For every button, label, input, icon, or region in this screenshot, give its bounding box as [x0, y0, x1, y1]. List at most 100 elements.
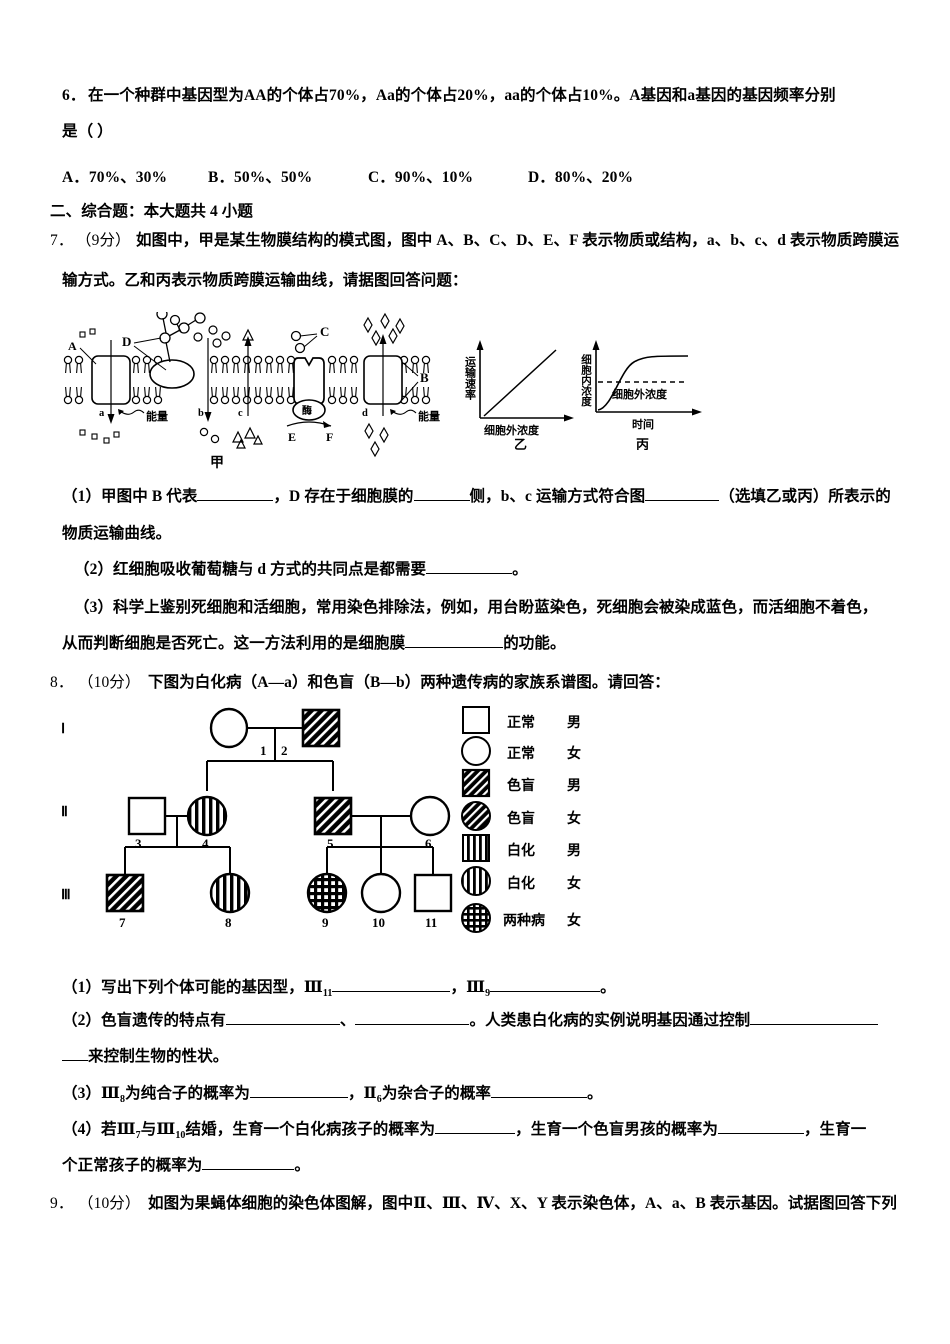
question-9-number: 9． — [50, 1194, 73, 1213]
pedigree-chart: Ⅰ Ⅱ Ⅲ — [55, 703, 475, 943]
q8-score-text: （10分） — [78, 674, 141, 691]
q7-sub3-line2-a: 从而判断细胞是否死亡。这一方法利用的是细胞膜 — [62, 635, 406, 652]
q6-number-text: 6． — [62, 87, 86, 104]
q6-option-b-label: B． — [208, 169, 235, 186]
q8-blank-2[interactable] — [490, 991, 601, 992]
pedigree-id-11: 11 — [425, 915, 437, 930]
question-9-score: （10分） — [78, 1194, 141, 1213]
q6-option-a[interactable]: A．70%、30% — [62, 168, 167, 187]
pedigree-individual-10 — [360, 872, 402, 914]
q6-option-d-text: 80%、20% — [554, 169, 634, 186]
q8-sub2-line2: 来控制生物的性状。 — [62, 1047, 228, 1066]
pedigree-individual-2 — [301, 708, 341, 748]
sugar-chain — [156, 312, 206, 363]
legend-symbol-colorblind-male — [461, 768, 491, 798]
membrane-transport-d: d — [362, 408, 368, 419]
q8-sub2-a: （2）色盲遗传的特点有 — [62, 1012, 226, 1029]
q7-blank-3[interactable] — [645, 500, 720, 501]
q7-blank-5[interactable] — [405, 647, 504, 648]
legend-sex-normal-male: 男 — [567, 715, 581, 731]
pedigree-id-7: 7 — [119, 915, 126, 930]
particle-circles-b — [193, 325, 231, 444]
graph-bing-ylabel: 细胞内浓度 — [580, 353, 592, 407]
graph-bing-xlabel: 时间 — [632, 417, 654, 431]
graph-bing-svg: 细胞内浓度 细胞外浓度 时间 丙 — [580, 340, 702, 453]
pedigree-individual-8 — [209, 872, 251, 914]
legend-symbol-both-female — [461, 903, 491, 933]
graph-yi-data-line — [483, 349, 557, 417]
q7-sub1-line2: 物质运输曲线。 — [62, 524, 171, 543]
q8-blank-1[interactable] — [332, 991, 451, 992]
q7-blank-2[interactable] — [413, 500, 470, 501]
q6-option-c[interactable]: C．90%、10% — [368, 168, 473, 187]
q8-blank-10[interactable] — [202, 1169, 295, 1170]
legend-label-normal-female: 正常 — [507, 745, 535, 762]
pedigree-generation-1: Ⅰ — [61, 722, 65, 737]
pedigree-individual-4 — [186, 795, 228, 837]
legend-svg: 正常 男 正常 女 色盲 男 色盲 女 白化 男 白化 女 两种病 — [461, 706, 581, 933]
q7-blank-4[interactable] — [426, 573, 513, 574]
pedigree-individual-3 — [127, 796, 167, 836]
q9-stem-text: 如图为果蝇体细胞的染色体图解，图中Ⅱ、Ⅲ、Ⅳ、X、Y 表示染色体，A、a、B 表… — [148, 1195, 897, 1212]
question-7-number: 7． — [50, 231, 73, 250]
membrane-label-B: B — [420, 370, 429, 385]
membrane-transport-a: a — [99, 408, 105, 419]
graph-bing-inner-label: 细胞外浓度 — [612, 387, 668, 401]
question-8-stem: 下图为白化病（A—a）和色盲（B—b）两种遗传病的家族系谱图。请回答： — [148, 673, 670, 692]
q8-sub2-line1: （2）色盲遗传的特点有、。人类患白化病的实例说明基因通过控制 — [62, 1011, 879, 1030]
legend-label-colorblind-female: 色盲 — [507, 810, 535, 827]
membrane-label-C: C — [320, 324, 329, 339]
pedigree-generation-2: Ⅱ — [61, 805, 68, 820]
q8-blank-5-cont[interactable] — [62, 1060, 88, 1061]
pedigree-id-4: 4 — [202, 836, 209, 851]
question-6-number: 6． — [62, 86, 85, 105]
q8-blank-7[interactable] — [491, 1097, 588, 1098]
q8-sub1-index-11: 11 — [322, 988, 333, 1000]
pedigree-individual-9 — [306, 872, 348, 914]
q8-blank-6[interactable] — [249, 1097, 348, 1098]
q7-blank-1[interactable] — [197, 500, 274, 501]
q9-number-text: 9． — [50, 1195, 74, 1212]
q8-sub4-line2: 个正常孩子的概率为。 — [62, 1156, 310, 1175]
q7-score-text: （9分） — [76, 232, 131, 249]
q7-stem-line1-text: 如图中，甲是某生物膜结构的模式图，图中 A、B、C、D、E、F 表示物质或结构，… — [136, 232, 900, 249]
q8-sub3-index-6: 6 — [376, 1094, 382, 1106]
q8-blank-3[interactable] — [225, 1024, 340, 1025]
receptor-protein-C — [293, 357, 325, 405]
q8-sub4-e: ，生育一 — [803, 1121, 867, 1138]
q7-sub1-c: 侧，b、c 运输方式符合图 — [469, 488, 646, 505]
legend-sex-colorblind-female: 女 — [567, 810, 581, 827]
signal-molecules-C — [290, 330, 306, 354]
q7-sub1-a: （1）甲图中 B 代表 — [62, 488, 198, 505]
membrane-label-E: E — [288, 430, 296, 444]
q8-sub4-line2-b: 。 — [294, 1157, 311, 1174]
q8-blank-4[interactable] — [355, 1024, 470, 1025]
q8-sub3-a: （3）Ⅲ — [62, 1085, 121, 1102]
membrane-structure-diagram: A a 能量 — [62, 312, 442, 472]
q8-blank-5[interactable] — [750, 1024, 879, 1025]
membrane-energy-left: 能量 — [146, 409, 168, 423]
q8-sub3-line: （3）Ⅲ8为纯合子的概率为，Ⅱ6为杂合子的概率。 — [62, 1084, 603, 1107]
legend-sex-albino-female: 女 — [567, 875, 581, 892]
legend-label-albino-female: 白化 — [507, 875, 535, 892]
q7-sub2-a: （2）红细胞吸收葡萄糖与 d 方式的共同点是都需要 — [74, 561, 427, 578]
q6-stem-text: 在一个种群中基因型为AA的个体占70%，Aa的个体占20%，aa的个体占10%。… — [88, 87, 836, 104]
question-7-score: （9分） — [76, 231, 131, 250]
section-2-heading-text: 二、综合题：本大题共 4 小题 — [50, 203, 254, 220]
q8-blank-9[interactable] — [717, 1133, 804, 1134]
particle-squares — [79, 328, 120, 444]
membrane-svg: A a 能量 — [63, 312, 440, 471]
membrane-transport-b: b — [198, 408, 204, 419]
q6-option-d[interactable]: D．80%、20% — [528, 168, 633, 187]
q8-sub3-e: 。 — [587, 1085, 603, 1102]
q8-blank-8[interactable] — [435, 1133, 516, 1134]
q7-sub3-line2: 从而判断细胞是否死亡。这一方法利用的是细胞膜的功能。 — [62, 634, 566, 653]
q6-option-b[interactable]: B．50%、50% — [208, 168, 312, 187]
question-8-score: （10分） — [78, 673, 141, 692]
pedigree-id-3: 3 — [135, 836, 142, 851]
q8-sub2-b: 、 — [339, 1012, 356, 1029]
legend-sex-both-female: 女 — [567, 912, 581, 929]
membrane-label-D: D — [122, 334, 131, 349]
q8-sub4-d: ，生育一个色盲男孩的概率为 — [515, 1121, 718, 1138]
